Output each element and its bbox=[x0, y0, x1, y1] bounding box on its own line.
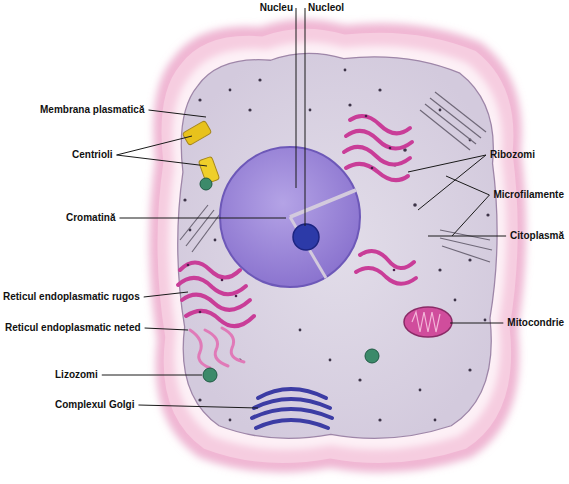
leader-line bbox=[418, 155, 486, 210]
mitochondrion bbox=[404, 307, 452, 337]
part-label: Reticul endoplasmatic rugos bbox=[3, 291, 140, 303]
smooth-endoplasmic-reticulum bbox=[190, 328, 244, 368]
plasma-membrane bbox=[152, 22, 523, 470]
part-label: Mitocondrie bbox=[507, 317, 564, 329]
nucleolus bbox=[293, 224, 319, 250]
part-label: Citoplasmă bbox=[510, 230, 564, 242]
ribosome-dots bbox=[183, 69, 489, 422]
part-label: Nucleol bbox=[308, 2, 344, 14]
leader-line bbox=[144, 292, 188, 297]
part-label: Nucleu bbox=[260, 2, 293, 14]
leader-line bbox=[102, 375, 202, 376]
nucleus bbox=[220, 147, 360, 287]
leader-line bbox=[145, 328, 188, 330]
leader-line bbox=[446, 176, 489, 195]
leader-line bbox=[138, 405, 258, 408]
leader-line bbox=[119, 218, 286, 219]
centrioles bbox=[182, 120, 219, 183]
leader-line bbox=[408, 155, 486, 172]
leader-line bbox=[305, 8, 306, 226]
part-label: Microfilamente bbox=[493, 189, 564, 201]
part-label: Complexul Golgi bbox=[55, 399, 134, 411]
part-label: Membrana plasmatică bbox=[40, 104, 145, 116]
leader-line bbox=[117, 155, 207, 166]
rough-er-dots bbox=[187, 115, 396, 314]
part-label: Centrioli bbox=[72, 149, 113, 161]
part-label: Reticul endoplasmatic neted bbox=[5, 322, 141, 334]
rough-endoplasmic-reticulum bbox=[178, 116, 416, 326]
leader-line bbox=[117, 136, 192, 155]
leader-line bbox=[149, 110, 207, 117]
part-label: Ribozomi bbox=[490, 149, 535, 161]
leader-line bbox=[452, 195, 489, 236]
leader-line bbox=[428, 236, 506, 237]
lysosomes bbox=[200, 178, 379, 382]
leader-line bbox=[450, 323, 503, 324]
part-label: Lizozomi bbox=[55, 369, 98, 381]
leader-line bbox=[296, 8, 297, 188]
part-label: Cromatină bbox=[66, 212, 115, 224]
golgi-complex bbox=[252, 389, 332, 428]
